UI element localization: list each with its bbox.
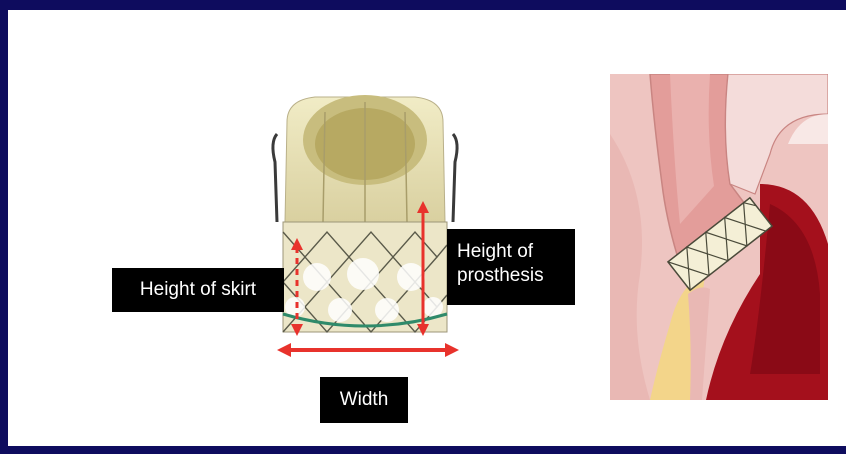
height-of-skirt-label: Height of skirt	[112, 268, 284, 312]
width-arrow	[277, 343, 459, 357]
height-of-prosthesis-line2: prosthesis	[457, 264, 565, 288]
width-text: Width	[340, 388, 389, 412]
valve-prosthesis-image	[265, 82, 465, 362]
height-of-prosthesis-line1: Height of	[457, 240, 565, 264]
height-of-prosthesis-label: Height of prosthesis	[447, 229, 575, 305]
height-of-skirt-text: Height of skirt	[140, 278, 256, 302]
implanted-valve-illustration	[610, 74, 828, 400]
width-label: Width	[320, 377, 408, 423]
